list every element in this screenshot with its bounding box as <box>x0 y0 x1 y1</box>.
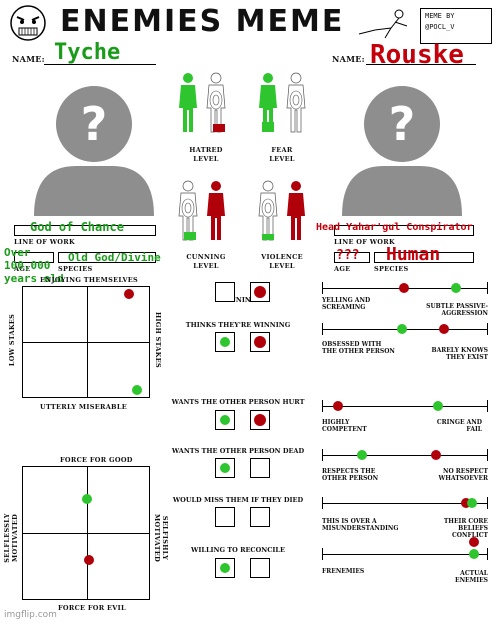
chart2 <box>22 466 150 600</box>
slider-3-right-label: CRINGE AND FAIL <box>436 419 482 433</box>
species-label-left: SPECIES <box>58 265 93 273</box>
level-figures <box>168 70 328 270</box>
chart2-right-label: SELFISHLY MOTIVATED <box>153 513 169 563</box>
hatred-red-mark <box>213 124 225 132</box>
chart2-green-dot <box>82 494 92 504</box>
would-miss-left-box[interactable] <box>215 507 235 527</box>
reconcile-right-box[interactable] <box>250 558 270 578</box>
chart1-right-label: HIGH STAKES <box>154 312 162 368</box>
left-name: Tyche <box>54 40 121 65</box>
work-field-right <box>334 225 474 236</box>
avatar-left: ? <box>30 70 158 216</box>
slider-4 <box>322 449 488 461</box>
wants-hurt-left-box[interactable] <box>215 410 235 430</box>
age-label-left: AGE <box>14 265 31 273</box>
stick-figure-icon <box>355 6 415 40</box>
violence-level-label: VIOLENCE LEVEL <box>261 253 303 270</box>
thinks-winning-label: THINKS THEY'RE WINNING <box>185 321 291 329</box>
slider-1 <box>322 282 488 294</box>
slider-6-left-label: FRENEMIES <box>322 568 365 575</box>
reconcile-label: WILLING TO RECONCILE <box>191 546 285 554</box>
chart2-top-label: FORCE FOR GOOD <box>60 456 133 464</box>
hatred-level-label: HATRED LEVEL <box>189 146 223 163</box>
name-underline-right <box>366 64 476 65</box>
meme-credit: MEME BY @POCL_V <box>420 8 492 44</box>
slider-2 <box>322 323 488 335</box>
wants-dead-label: WANTS THE OTHER PERSON DEAD <box>171 447 305 455</box>
chart1-left-label: LOW STAKES <box>8 313 16 367</box>
slider-6 <box>322 537 488 560</box>
wants-dead-right-box[interactable] <box>250 458 270 478</box>
winning-label: WINNING <box>219 296 257 304</box>
wants-hurt-right-box[interactable] <box>250 410 270 430</box>
work-label-right: LINE OF WORK <box>334 238 395 246</box>
slider-3 <box>322 400 488 412</box>
slider-6-right-label: ACTUAL ENEMIES <box>455 570 488 584</box>
species-label-right: SPECIES <box>374 265 409 273</box>
slider-4-left-label: RESPECTS THE OTHER PERSON <box>322 468 379 482</box>
species-field-left <box>58 252 156 263</box>
thinks-winning-left-box[interactable] <box>215 332 235 352</box>
slider-1-left-label: YELLING AND SCREAMING <box>322 297 371 311</box>
page-title: ENEMIES MEME <box>60 4 345 39</box>
name-label-right: NAME: <box>332 54 365 64</box>
slider-5-left-label: THIS IS OVER A MISUNDERSTANDING <box>322 518 399 532</box>
thinks-winning-right-box[interactable] <box>250 332 270 352</box>
svg-text:?: ? <box>389 97 416 151</box>
chart1-top-label: ENJOYING THEMSELVES <box>40 276 139 284</box>
slider-2-right-label: BARELY KNOWS THEY EXIST <box>431 347 489 361</box>
chart2-left-label: SELFLESSLY MOTIVATED <box>3 513 19 563</box>
age-field-right <box>334 252 370 263</box>
slider-4-right-label: NO RESPECT WHATSOEVER <box>438 468 488 482</box>
fear-level-label: FEAR LEVEL <box>269 146 295 163</box>
name-label-left: NAME: <box>12 54 45 64</box>
chart1-red-dot <box>124 289 134 299</box>
chart1 <box>22 286 150 398</box>
left-species: Old God/Divine <box>68 251 161 264</box>
slider-1-right-label: SUBTLE PASSIVE-AGGRESSION <box>426 303 488 317</box>
would-miss-label: WOULD MISS THEM IF THEY DIED <box>172 496 304 504</box>
age-field-left <box>14 252 54 263</box>
chart1-green-dot <box>132 385 142 395</box>
slider-5 <box>322 497 488 509</box>
watermark: imgflip.com <box>4 610 57 620</box>
chart2-bottom-label: FORCE FOR EVIL <box>58 604 126 612</box>
wants-hurt-label: WANTS THE OTHER PERSON HURT <box>171 398 305 406</box>
right-name: Rouske <box>370 40 464 70</box>
svg-text:?: ? <box>81 97 108 151</box>
left-age: Over 100,000 years old <box>4 246 64 285</box>
winning-right-box[interactable] <box>250 282 270 302</box>
avatar-right: ? <box>338 70 466 216</box>
chart1-bottom-label: UTTERLY MISERABLE <box>40 403 127 411</box>
age-label-right: AGE <box>334 265 351 273</box>
reconcile-left-box[interactable] <box>215 558 235 578</box>
would-miss-right-box[interactable] <box>250 507 270 527</box>
slider-2-left-label: OBSESSED WITH THE OTHER PERSON <box>322 341 395 355</box>
species-field-right <box>374 252 474 263</box>
right-age: ??? <box>336 248 360 263</box>
slider-3-left-label: HIGHLY COMPETENT <box>322 419 367 433</box>
slider-5-right-label: THEIR CORE BELIEFS CONFLICT <box>443 518 488 539</box>
wants-dead-left-box[interactable] <box>215 458 235 478</box>
chart2-red-dot <box>84 555 94 565</box>
left-work: God of Chance <box>30 220 124 234</box>
winning-left-box[interactable] <box>215 282 235 302</box>
right-species: Human <box>386 244 441 265</box>
work-label-left: LINE OF WORK <box>14 238 75 246</box>
right-work: Head Yahar'gul Conspirator <box>316 222 473 233</box>
cunning-level-label: CUNNING LEVEL <box>186 253 226 270</box>
rage-face-icon <box>8 4 48 42</box>
work-field-left <box>14 225 156 236</box>
name-underline-left <box>44 64 156 65</box>
